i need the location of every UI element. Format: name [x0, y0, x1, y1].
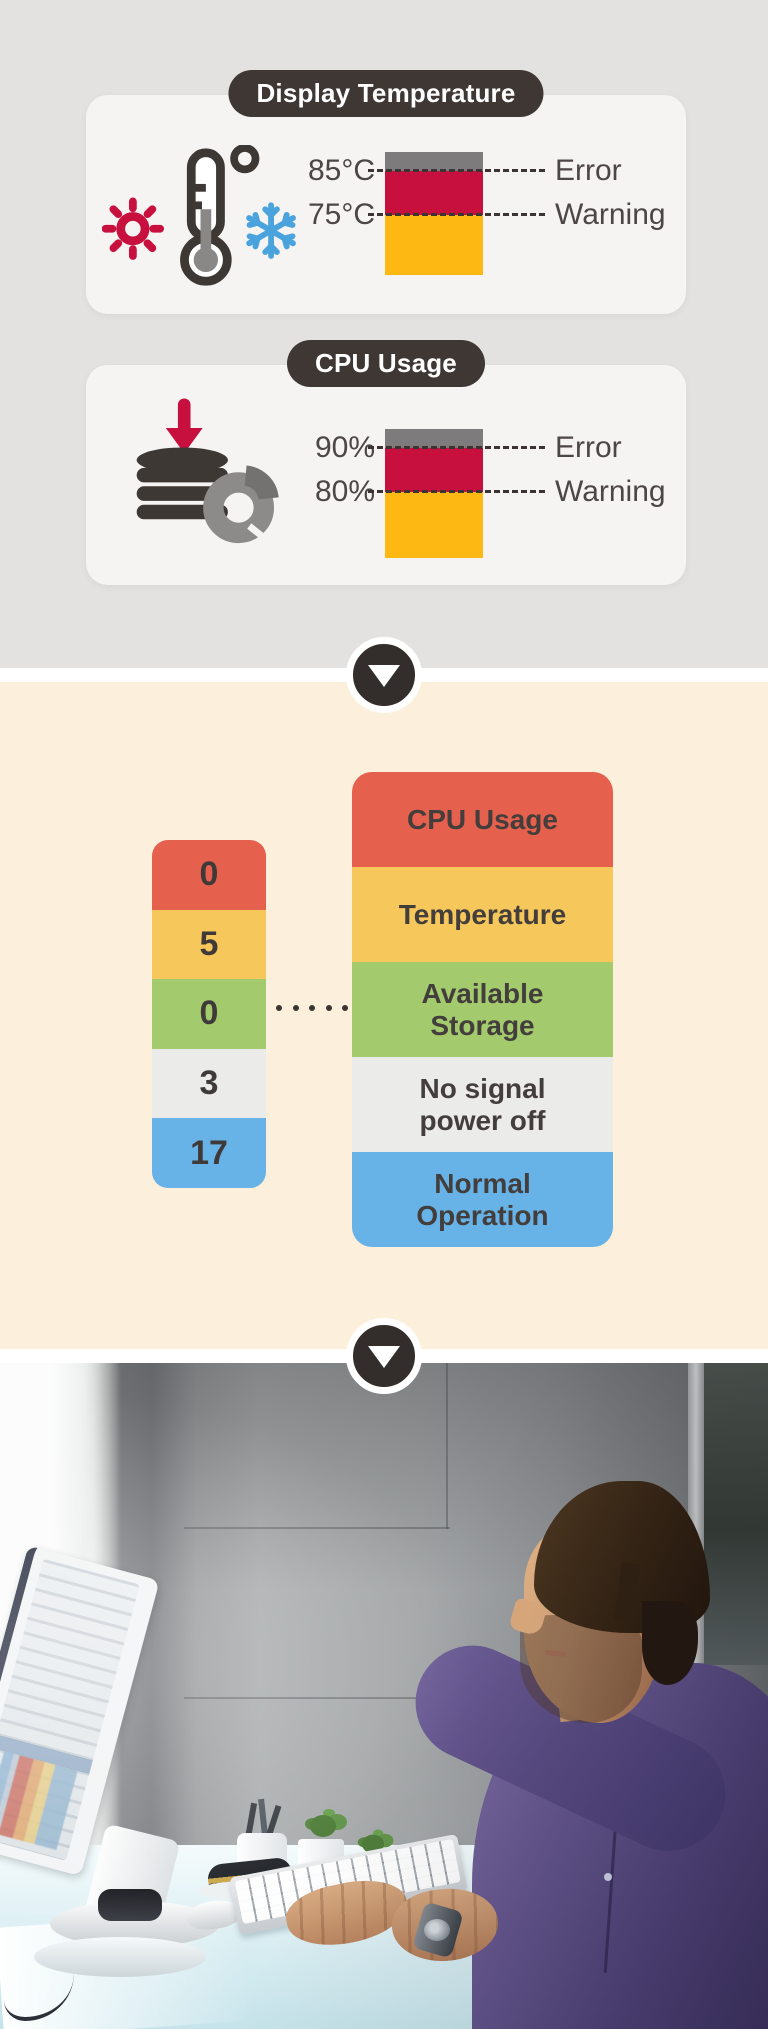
gauge-error-zone [385, 429, 483, 448]
threshold-gauge-bar [385, 429, 483, 558]
gauge-normal-zone [385, 492, 483, 558]
cpu-usage-icon [126, 397, 291, 562]
threshold-value: 75°C [307, 198, 375, 231]
threshold-dash-line [368, 169, 545, 172]
status-category-cell: Available Storage [352, 962, 613, 1057]
dark-window [704, 1363, 768, 1665]
category-label: Temperature [398, 898, 567, 930]
count-value: 0 [199, 855, 219, 894]
status-count-cell: 17 [152, 1118, 266, 1188]
card-title-pill: CPU Usage [287, 340, 485, 387]
display-temperature-card: Display Temperature [86, 70, 686, 314]
monitor-base-puck [98, 1889, 162, 1921]
gauge-normal-zone [385, 215, 483, 275]
threshold-dash-line [368, 490, 545, 493]
office-photo [0, 1363, 768, 2029]
dotted-connector [276, 1005, 348, 1011]
category-label: Available Storage [421, 977, 544, 1041]
threshold-dash-line [368, 446, 545, 449]
status-category-cell: No signal power off [352, 1057, 613, 1152]
category-label: Normal Operation [416, 1167, 549, 1231]
arrow-down-icon [346, 1318, 422, 1394]
man-beard [520, 1615, 642, 1723]
gauge-warning-zone [385, 448, 483, 492]
cable [4, 1953, 74, 2021]
wristwatch-face [424, 1919, 450, 1941]
temperature-icon [101, 144, 300, 291]
monitor [0, 1545, 160, 1877]
status-count-column: 0 5 0 3 17 [152, 840, 266, 1188]
shirt-button [604, 1873, 612, 1881]
threshold-dash-line [368, 213, 545, 216]
threshold-label: Warning [555, 475, 666, 508]
status-count-cell: 0 [152, 979, 266, 1049]
wall-seam [446, 1363, 448, 1529]
threshold-label: Error [555, 154, 622, 187]
threshold-value: 85°C [307, 154, 375, 187]
arrow-down-triangle [368, 1346, 400, 1368]
status-mapping-section: 0 5 0 3 17 CPU Usage Temperature Availab… [0, 682, 768, 1349]
card-title: CPU Usage [315, 348, 457, 378]
plant [310, 1815, 336, 1837]
count-value: 5 [199, 924, 219, 963]
arrow-down-triangle [368, 665, 400, 687]
count-value: 0 [199, 994, 219, 1033]
threshold-value: 80% [314, 475, 375, 508]
gauge-error-zone [385, 152, 483, 171]
card-title: Display Temperature [256, 78, 516, 108]
status-count-cell: 5 [152, 909, 266, 980]
count-value: 17 [190, 1133, 228, 1172]
man-hair-nape [642, 1601, 698, 1685]
status-count-cell: 0 [152, 840, 266, 910]
card-title-pill: Display Temperature [228, 70, 544, 117]
gauge-warning-zone [385, 171, 483, 215]
status-category-cell: Normal Operation [352, 1152, 613, 1247]
wall-seam [184, 1527, 450, 1529]
threshold-gauge-bar [385, 152, 483, 275]
status-category-cell: CPU Usage [352, 772, 613, 867]
threshold-value: 90% [314, 431, 375, 464]
count-value: 3 [199, 1064, 219, 1103]
category-label: CPU Usage [407, 803, 558, 835]
cpu-usage-card: CPU Usage 90% 80% [86, 340, 686, 585]
threshold-label: Warning [555, 198, 666, 231]
status-category-cell: Temperature [352, 867, 613, 962]
arrow-down-icon [346, 637, 422, 713]
thresholds-section: Display Temperature [0, 0, 768, 668]
threshold-label: Error [555, 431, 622, 464]
status-count-cell: 3 [152, 1048, 266, 1119]
status-category-column: CPU Usage Temperature Available Storage … [352, 772, 613, 1247]
category-label: No signal power off [419, 1072, 546, 1136]
